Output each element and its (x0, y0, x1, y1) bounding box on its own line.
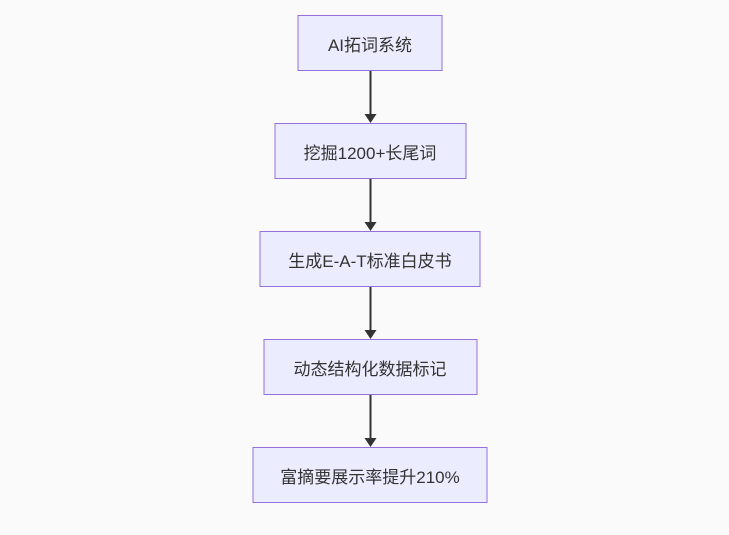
flowchart: AI拓词系统 挖掘1200+长尾词 生成E-A-T标准白皮书 动态结构化数据标记 (252, 15, 488, 503)
flow-node-eat-whitepaper: 生成E-A-T标准白皮书 (259, 231, 481, 287)
arrow-line (369, 395, 371, 438)
arrowhead-down-icon (364, 330, 376, 339)
flow-node-label: 挖掘1200+长尾词 (303, 143, 437, 163)
arrow-line (369, 179, 371, 222)
arrowhead-down-icon (364, 438, 376, 447)
flow-node-rich-snippet-result: 富摘要展示率提升210% (252, 447, 488, 503)
arrowhead-down-icon (364, 114, 376, 123)
flow-edge-1 (364, 71, 376, 123)
flow-edge-4 (364, 395, 376, 447)
flow-node-label: 富摘要展示率提升210% (280, 467, 460, 487)
flow-edge-2 (364, 179, 376, 231)
flow-node-structured-data-markup: 动态结构化数据标记 (263, 339, 477, 395)
flow-node-ai-keyword-system: AI拓词系统 (297, 15, 443, 71)
flow-node-label: AI拓词系统 (327, 35, 413, 55)
arrow-line (369, 71, 371, 114)
arrowhead-down-icon (364, 222, 376, 231)
flow-node-longtail-mining: 挖掘1200+长尾词 (274, 123, 466, 179)
flow-node-label: 动态结构化数据标记 (293, 359, 447, 379)
flow-node-label: 生成E-A-T标准白皮书 (288, 251, 452, 271)
flow-edge-3 (364, 287, 376, 339)
arrow-line (369, 287, 371, 330)
